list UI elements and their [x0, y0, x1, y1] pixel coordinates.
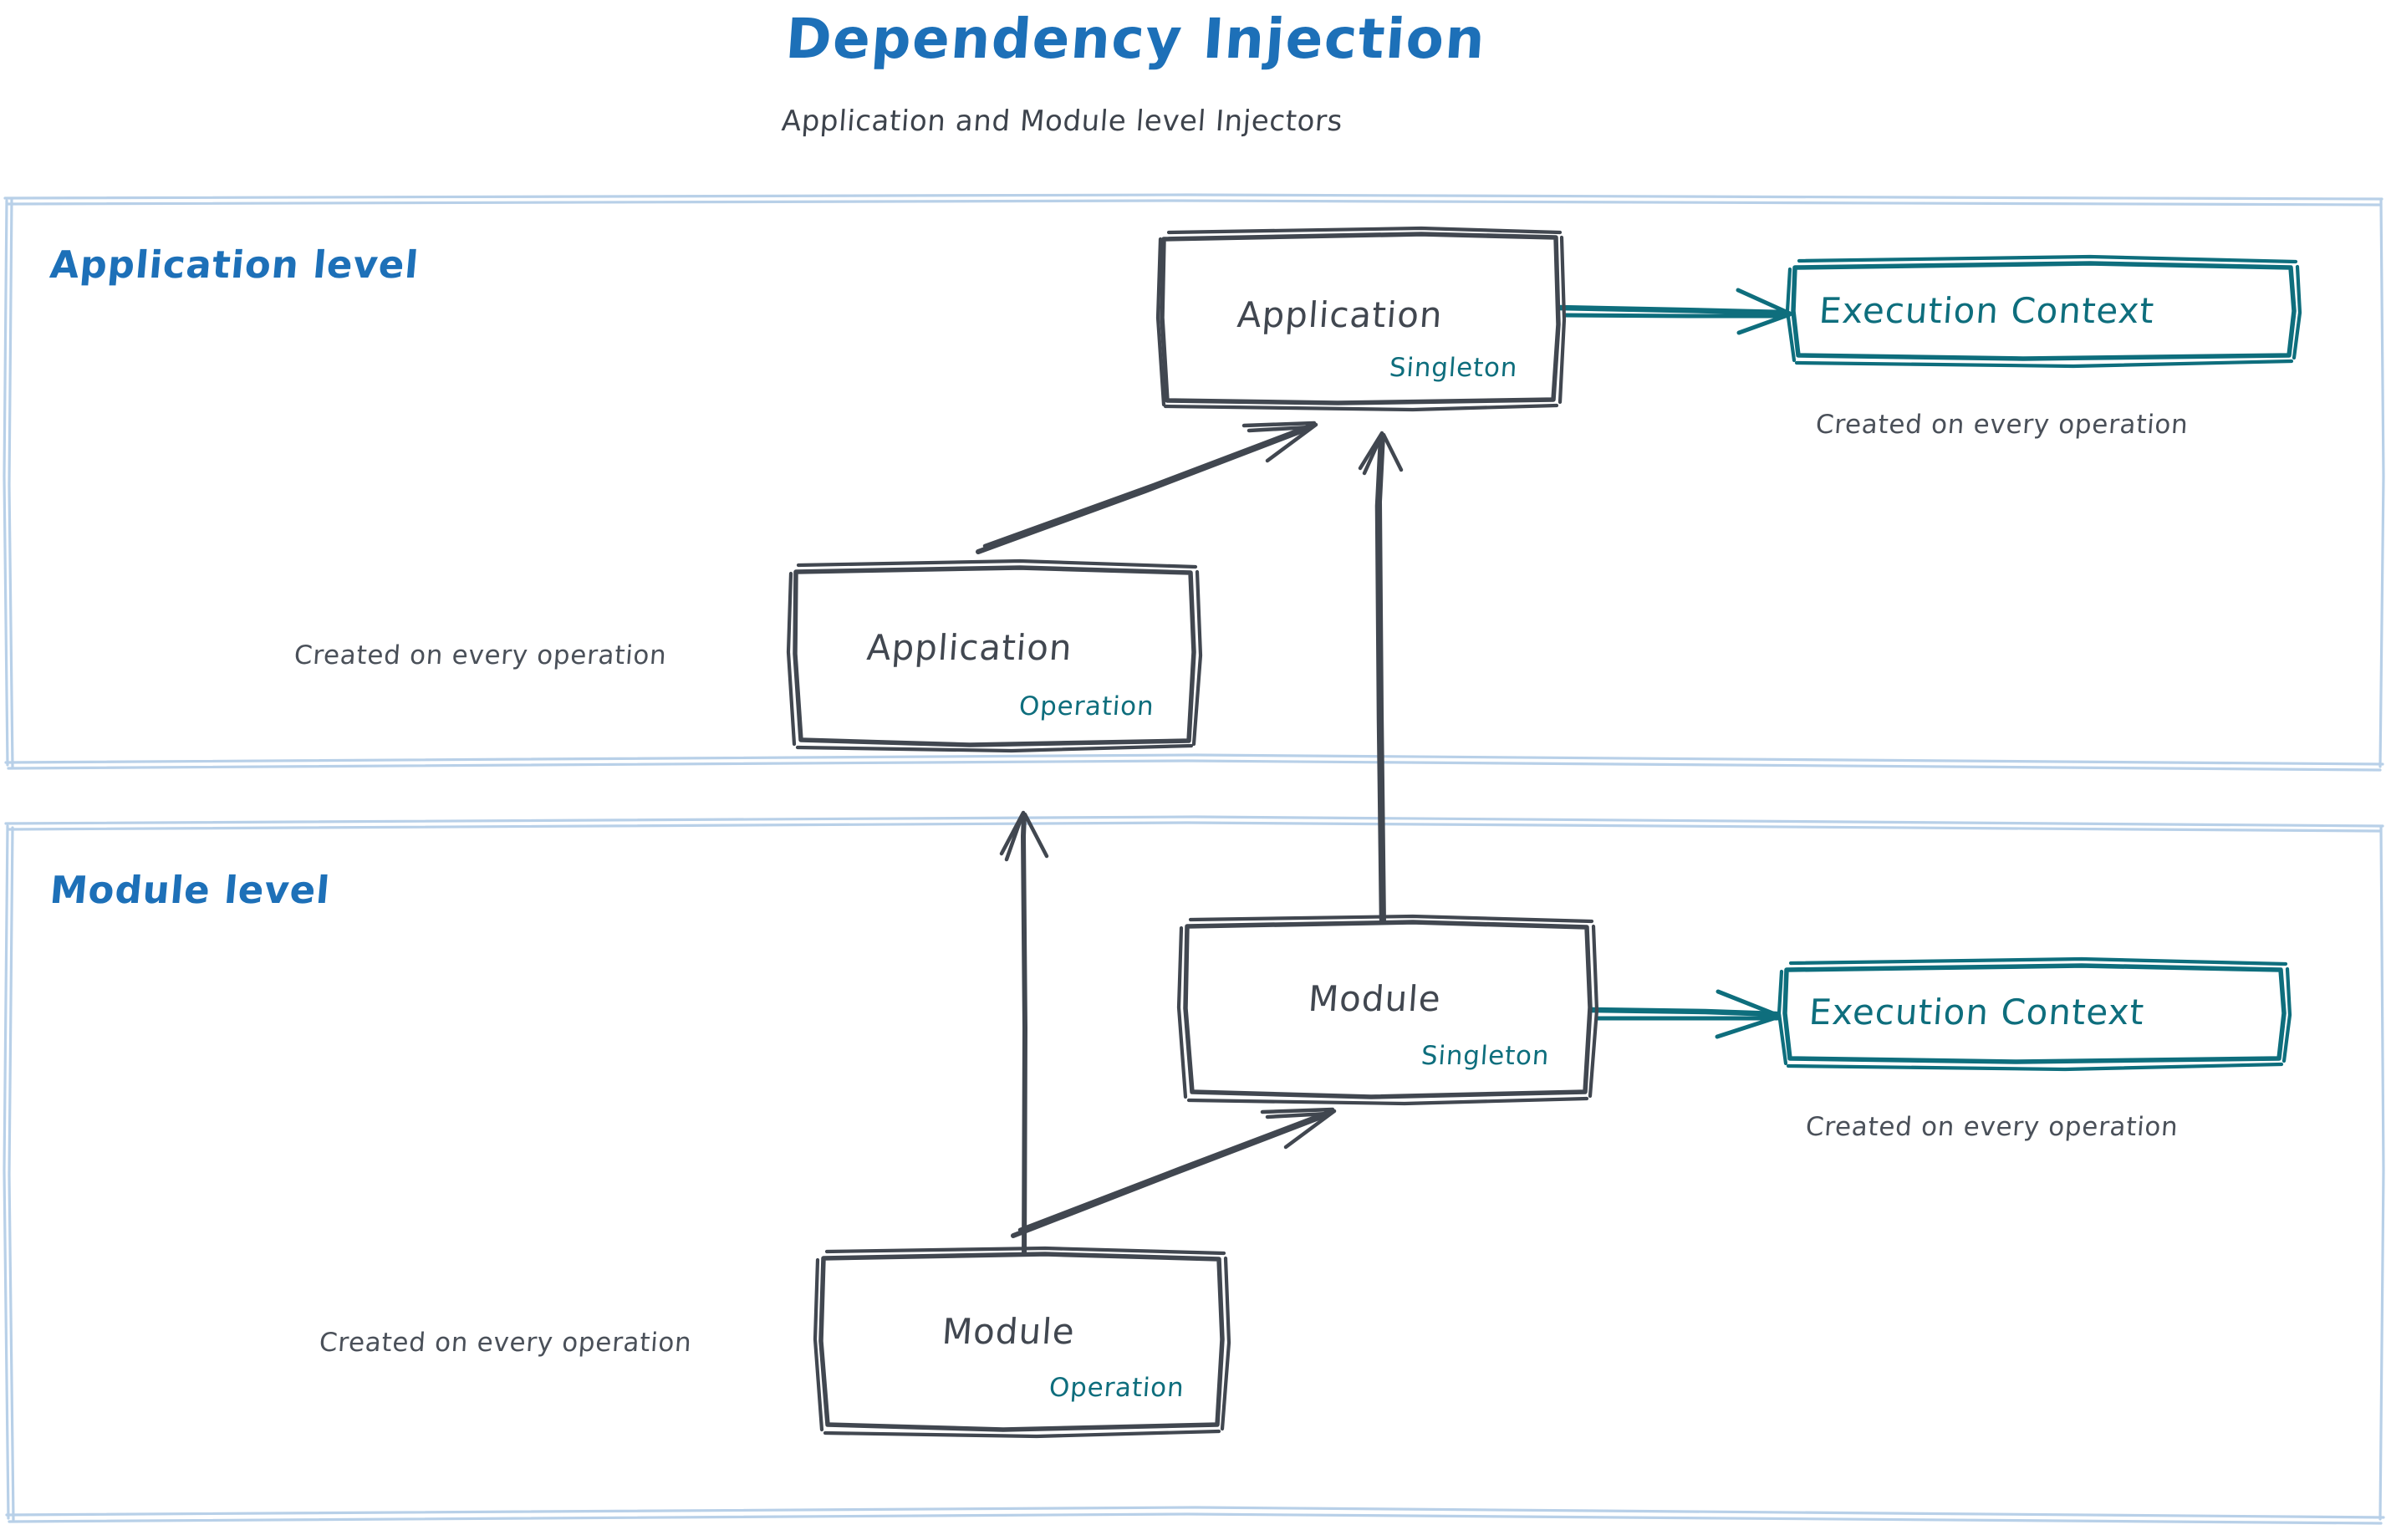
arrow-application-singleton-to-execution-context — [1555, 288, 1792, 335]
node-application-operation-title[interactable]: Application — [865, 627, 1074, 668]
arrow-module-singleton-to-execution-context — [1587, 989, 1782, 1039]
application-execution-context-label[interactable]: Execution Context — [1818, 290, 2156, 331]
node-application-singleton-scope: Singleton — [1388, 353, 1519, 383]
caption-module-operation: Created on every operation — [318, 1328, 693, 1358]
arrow-module-operation-to-application-operation — [999, 810, 1049, 1265]
node-module-operation-scope: Operation — [1048, 1373, 1185, 1403]
caption-application-operation: Created on every operation — [293, 640, 668, 671]
page-title: Dependency Injection — [783, 7, 1488, 71]
module-execution-context-label[interactable]: Execution Context — [1807, 992, 2146, 1033]
node-application-singleton-title[interactable]: Application — [1236, 294, 1445, 335]
node-module-singleton-scope: Singleton — [1420, 1041, 1551, 1071]
caption-application-execution-context: Created on every operation — [1814, 410, 2190, 440]
caption-module-execution-context: Created on every operation — [1804, 1112, 2180, 1142]
node-module-singleton-title[interactable]: Module — [1307, 978, 1443, 1019]
page-subtitle: Application and Module level Injectors — [780, 105, 1344, 138]
node-module-operation-title[interactable]: Module — [941, 1311, 1077, 1352]
group-label-application-level: Application level — [48, 242, 421, 287]
arrow-module-singleton-to-application-singleton — [1358, 431, 1404, 926]
module-level-container — [3, 815, 2385, 1525]
node-application-operation-scope: Operation — [1017, 691, 1155, 722]
arrow-application-operation-to-application-singleton — [976, 421, 1318, 554]
arrow-module-operation-to-module-singleton — [1011, 1107, 1337, 1238]
group-label-module-level: Module level — [48, 868, 333, 912]
